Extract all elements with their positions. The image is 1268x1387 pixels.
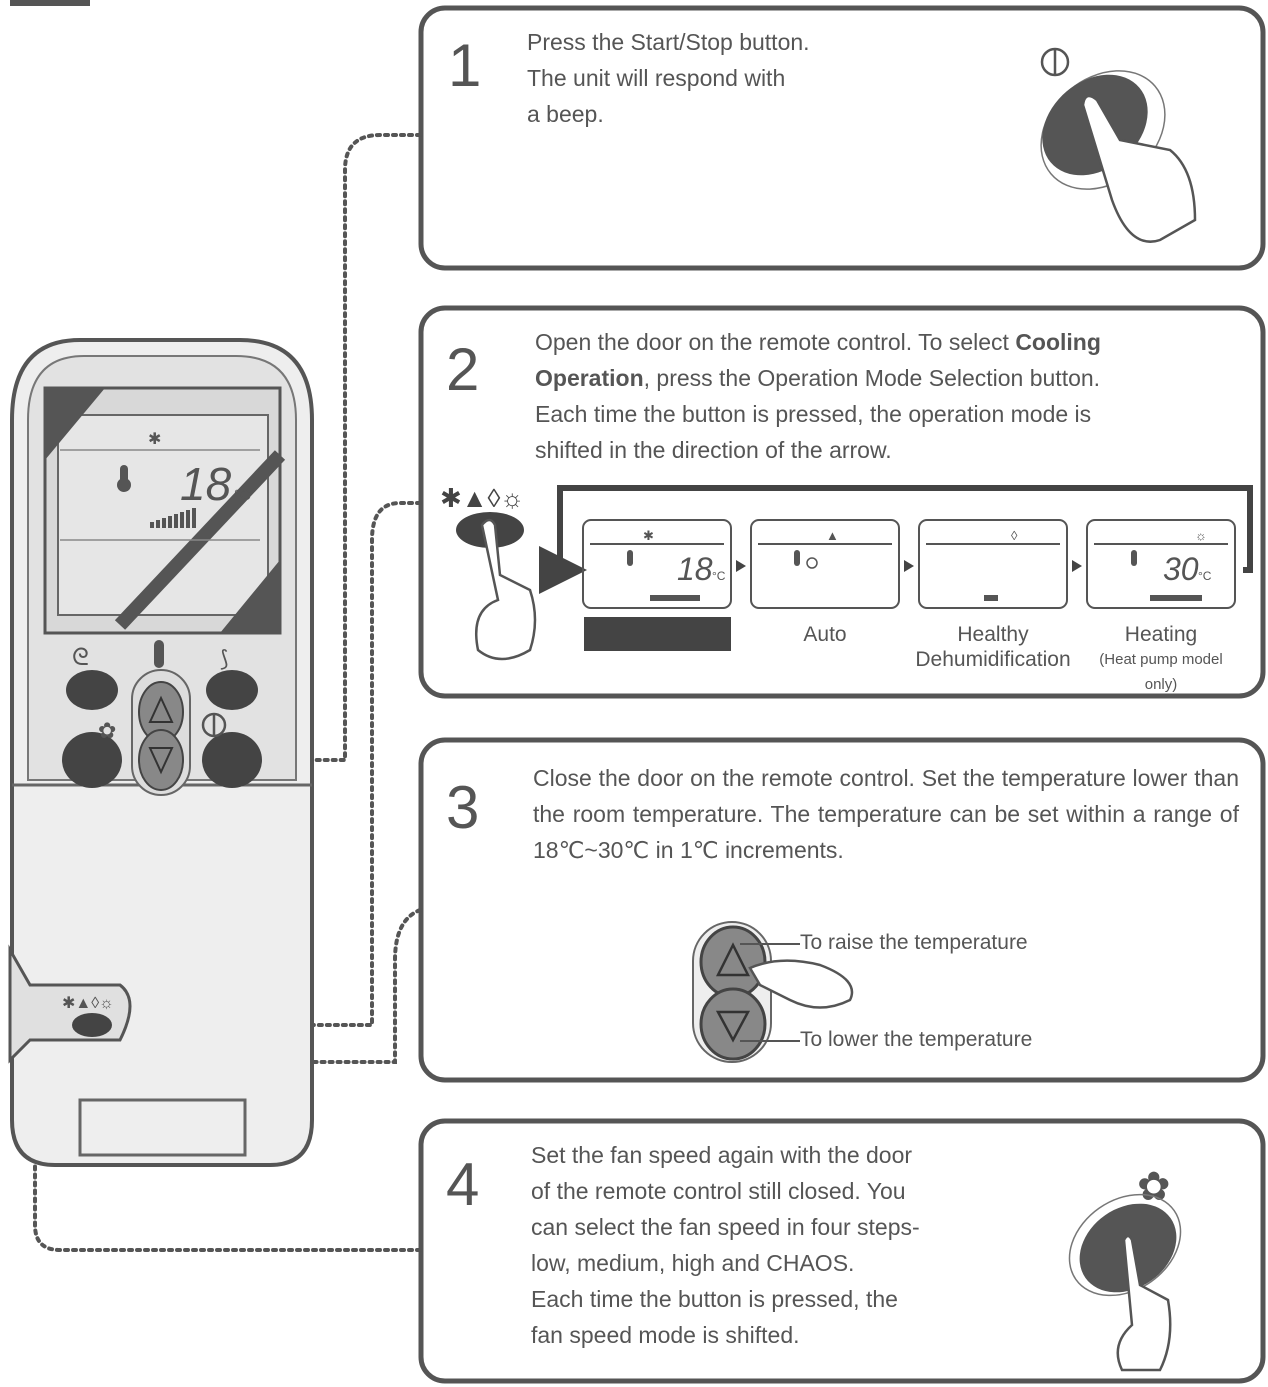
remote-down-arrow-icon (148, 747, 174, 775)
pressing-hand (474, 518, 537, 661)
up-arrow-icon (715, 942, 751, 977)
pointing-hand (1081, 94, 1197, 243)
step-4-line: Set the fan speed again with the door (531, 1142, 913, 1168)
corner-tab (10, 0, 90, 6)
step-1-text: Press the Start/Stop button. The unit wi… (527, 24, 947, 132)
step-4-line: of the remote control still closed. You (531, 1178, 906, 1204)
step-4-line: low, medium, high and CHAOS. (531, 1250, 855, 1276)
lower-temperature-callout: To lower the temperature (800, 1028, 1033, 1051)
step-4-text: Set the fan speed again with the door of… (531, 1137, 991, 1353)
connector-step-2 (113, 501, 422, 1027)
step-4-number: 4 (446, 1151, 479, 1218)
step-2-number: 2 (446, 336, 479, 403)
lcd-unit: °C (234, 487, 251, 504)
remote-fan-icon: ✿ (98, 718, 116, 743)
lower-temp-button (699, 987, 767, 1061)
remote-swing-icon: ᘓ (72, 644, 89, 671)
lcd-temp: 18 (180, 458, 232, 510)
step-1-line: Press the Start/Stop button. (527, 29, 810, 55)
lcd-fan-bars (150, 508, 196, 528)
step-2-illustration: ✱▲◊☼ ✱ ▲ ◊ ☼ 18 °C 30 °C (440, 483, 1253, 661)
connector-step-1 (253, 133, 422, 762)
step-4-illustration: ✿ (1068, 1165, 1182, 1372)
step-1-number: 1 (448, 32, 481, 99)
step-1-line: The unit will respond with (527, 65, 786, 91)
finger-hand (748, 959, 854, 1009)
heating-display-temp: 30 (1163, 551, 1199, 587)
auto-icon: ▲ (826, 528, 839, 543)
step-4-line: fan speed mode is shifted. (531, 1322, 800, 1348)
remote-jet-icon: ⟆ (220, 646, 229, 671)
step-1-box (418, 5, 1266, 271)
step-3-illustration (692, 921, 854, 1063)
mode-cycle-arrow (557, 485, 1253, 573)
mode-display-dehumid (918, 519, 1068, 609)
down-arrow-icon (715, 1010, 751, 1043)
remote-control: ✱ 18 °C ᘓ ⟆ ✿ ✱▲◊☼ (8, 338, 314, 1167)
mode-label-auto: Auto (803, 623, 847, 646)
remote-jet-button (206, 670, 258, 710)
remote-battery-cover (78, 1098, 247, 1157)
step-3-text: Close the door on the remote control. Se… (533, 765, 1239, 863)
remote-up-arrow-icon (148, 695, 174, 723)
remote-swing-button (66, 670, 118, 710)
step-2-text: Open the door on the remote control. To … (535, 329, 1101, 463)
remote-mode-button (72, 1013, 112, 1037)
cooling-label-band (584, 617, 731, 651)
step-3-number: 3 (446, 774, 479, 841)
mode-display-heating (1086, 519, 1236, 609)
heating-sun-icon: ☼ (1195, 528, 1207, 543)
mode-symbols: ✱▲◊☼ (440, 483, 524, 513)
step-4-line: can select the fan speed in four steps- (531, 1214, 920, 1240)
step-4-line: Each time the button is pressed, the (531, 1286, 898, 1312)
step-1-line: a beep. (527, 101, 604, 127)
mode-display-auto (750, 519, 900, 609)
step-1-illustration (1040, 47, 1197, 243)
mode-label-heating: Heating(Heat pump model only) (1099, 623, 1223, 693)
raise-temp-button (699, 925, 767, 999)
remote-thermometer-icon (154, 640, 164, 668)
cooling-snowflake-icon: ✱ (643, 528, 654, 543)
fan-pressing-hand (1116, 1234, 1172, 1372)
dehumid-droplet-icon: ◊ (1011, 528, 1018, 543)
svg-text:°C: °C (1198, 569, 1212, 583)
cooling-display-temp: 18 (677, 551, 713, 587)
remote-mode-symbols: ✱▲◊☼ (62, 995, 114, 1012)
lcd-snowflake-icon: ✱ (148, 431, 161, 448)
remote-power-button (202, 732, 262, 788)
svg-text:°C: °C (712, 569, 726, 583)
raise-temperature-callout: To raise the temperature (800, 931, 1028, 954)
remote-fan-button (62, 732, 122, 788)
mode-display-cooling (582, 519, 732, 609)
